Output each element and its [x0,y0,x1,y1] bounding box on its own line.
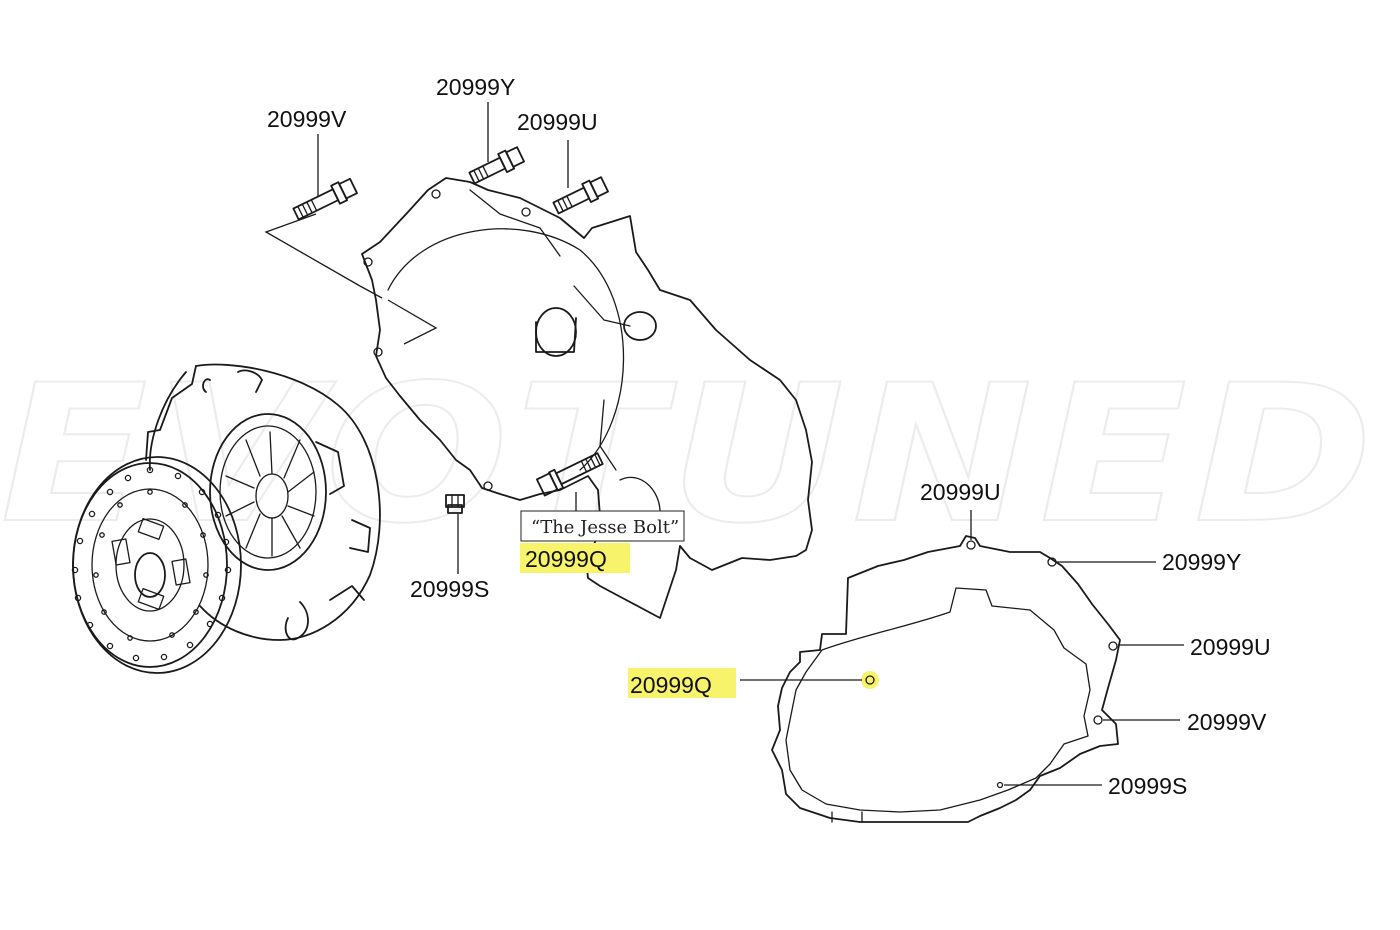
watermark-text: EVOTUNED [0,344,1380,565]
label-bolt-20999u: 20999U [517,109,598,135]
label-bolt-20999q: 20999Q [525,546,607,572]
jesse-bolt-callout: “The Jesse Bolt” [531,517,679,538]
bolt-20999q-drawing [535,452,604,497]
label-bolt-20999s: 20999S [410,576,489,602]
label-bolt-20999v: 20999V [267,106,347,132]
transmission-case-drawing [361,177,813,619]
label-hole-20999u-top: 20999U [920,479,1001,505]
bolt-20999v-drawing [292,177,358,221]
label-hole-20999s: 20999S [1108,773,1187,799]
bolt-group-leaders [264,213,438,345]
bellhousing-leaders [740,510,1184,786]
part-highlight [520,543,630,573]
pressure-plate-drawing [145,363,381,641]
part-highlight [628,668,736,698]
bolt-leaders [317,102,577,574]
label-hole-20999v: 20999V [1187,709,1267,735]
bolt-20999s-drawing [445,494,465,514]
bolt-20999u-drawing [552,176,609,215]
bellhousing-outline-drawing [771,535,1121,823]
label-hole-20999u-right: 20999U [1190,634,1271,660]
label-bolt-20999y: 20999Y [436,74,515,100]
bolt-20999y-drawing [468,146,525,185]
label-hole-20999y: 20999Y [1162,549,1241,575]
jesse-bolt-callout-box [520,510,685,542]
hole-highlight [861,671,879,689]
label-hole-20999q: 20999Q [630,672,712,698]
